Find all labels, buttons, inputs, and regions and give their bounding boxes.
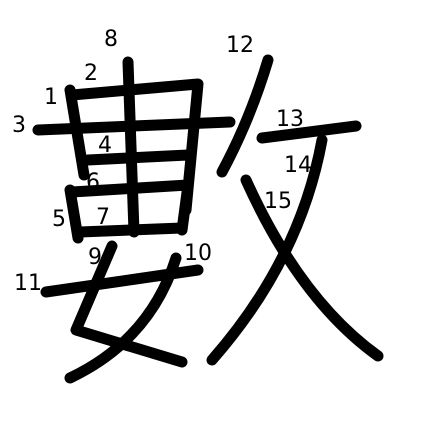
stroke-8 (122, 56, 140, 238)
stroke-4 (82, 149, 194, 166)
stroke-number-8: 8 (104, 27, 118, 52)
stroke-12 (216, 54, 274, 178)
stroke-paths (32, 54, 384, 384)
stroke-number-1: 1 (44, 85, 58, 110)
stroke-number-14: 14 (284, 153, 312, 178)
stroke-number-9: 9 (88, 245, 102, 270)
stroke-2 (66, 78, 204, 216)
stroke-number-15: 15 (264, 189, 292, 214)
stroke-number-10: 10 (184, 241, 212, 266)
stroke-9 (70, 240, 188, 368)
stroke-6 (66, 179, 194, 236)
stroke-number-2: 2 (84, 61, 98, 86)
stroke-number-12: 12 (226, 33, 254, 58)
stroke-number-4: 4 (98, 133, 112, 158)
stroke-number-5: 5 (52, 207, 66, 232)
stroke-number-3: 3 (12, 113, 26, 138)
stroke-number-labels: 1 2 3 4 5 6 7 8 9 10 11 12 13 14 15 (12, 27, 312, 296)
stroke-13 (256, 120, 362, 144)
stroke-number-7: 7 (96, 205, 110, 230)
stroke-11 (40, 264, 204, 298)
stroke-15 (240, 174, 384, 362)
stroke-number-13: 13 (276, 107, 304, 132)
stroke-number-6: 6 (86, 170, 100, 195)
stroke-number-11: 11 (14, 271, 42, 296)
